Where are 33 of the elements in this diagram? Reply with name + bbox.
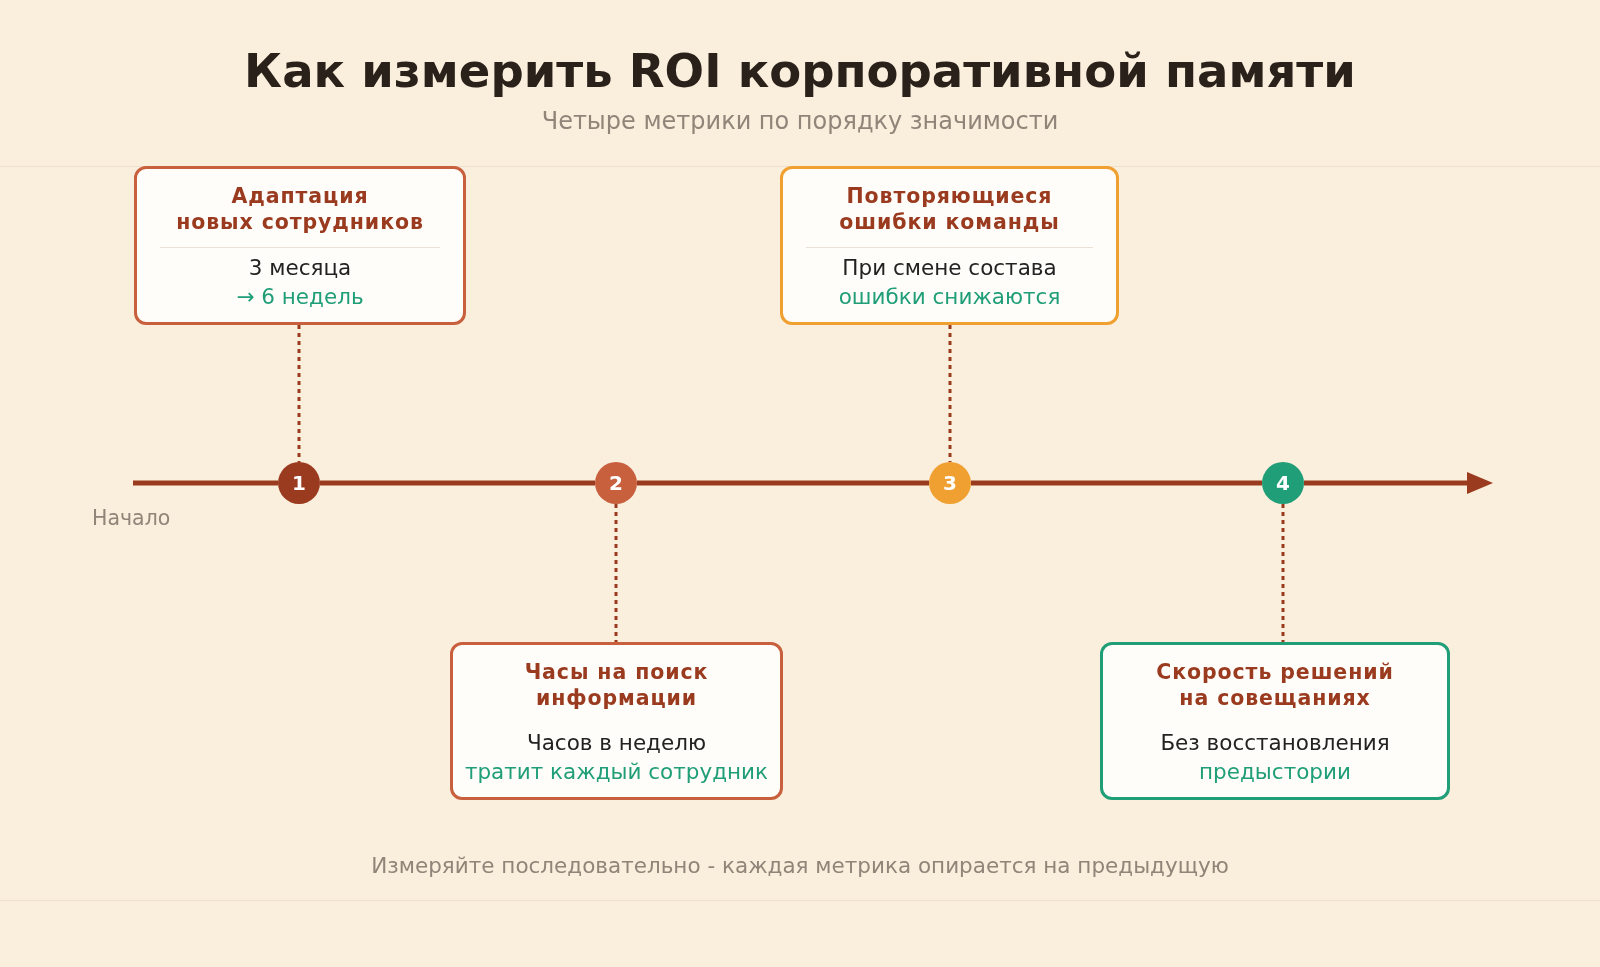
timeline-line: [133, 480, 278, 486]
step-marker: 4: [1262, 462, 1304, 504]
footer-note: Измеряйте последовательно - каждая метрика опирается на предыдущую: [371, 853, 1229, 879]
subtitle: Четыре метрики по порядку значимости: [541, 106, 1059, 136]
card-highlight: ошибки снижаются: [838, 283, 1061, 311]
card-text: При смене состава: [842, 254, 1057, 282]
card-heading: Скорость решений на совещаниях: [1156, 659, 1394, 711]
card-text: Без восстановления: [1160, 729, 1390, 757]
timeline-line: [971, 480, 1262, 486]
step-marker: 1: [278, 462, 320, 504]
metric-card: [1100, 642, 1450, 800]
card-heading: Адаптация новых сотрудников: [176, 183, 424, 235]
card-highlight: предыстории: [1199, 758, 1351, 786]
leader-line: [297, 325, 301, 462]
start-label: Начало: [92, 506, 171, 530]
card-highlight: → 6 недель: [236, 283, 364, 311]
card-heading: Часы на поиск информации: [524, 659, 709, 711]
step-marker: 2: [595, 462, 637, 504]
leader-line: [1281, 504, 1285, 642]
timeline-line: [320, 480, 595, 486]
metric-card: [780, 166, 1119, 325]
card-text: 3 месяца: [248, 254, 352, 282]
card-heading: Повторяющиеся ошибки команды: [839, 183, 1060, 235]
card-text: Часов в неделю: [526, 729, 707, 757]
card-highlight: тратит каждый сотрудник: [464, 758, 769, 786]
leader-line: [948, 325, 952, 462]
metric-card: [134, 166, 466, 325]
metric-card: [450, 642, 783, 800]
leader-line: [614, 504, 618, 642]
timeline-arrow: [1304, 472, 1493, 494]
title: Как измерить ROI корпоративной памяти: [244, 44, 1356, 98]
timeline-line: [637, 480, 929, 486]
step-marker: 3: [929, 462, 971, 504]
